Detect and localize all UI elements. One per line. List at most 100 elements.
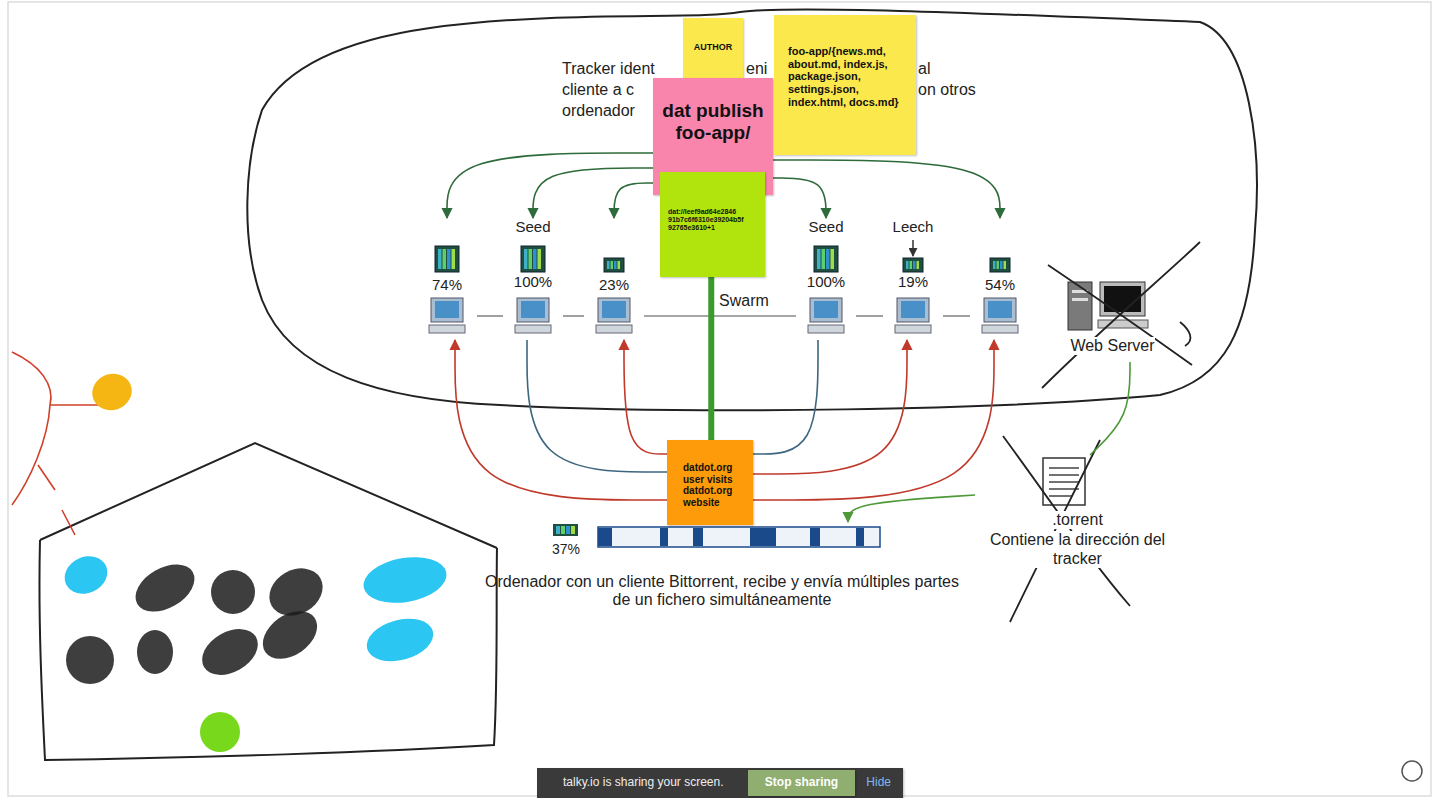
computer-icons (604, 258, 624, 272)
computer-icons (533, 249, 537, 269)
computer-icons (906, 261, 909, 269)
connector (753, 340, 818, 454)
computer-icons (897, 298, 929, 322)
cross-out-marks (1180, 322, 1190, 346)
computer-icons (596, 325, 632, 333)
tracker-text: eni (746, 60, 767, 78)
connector (773, 160, 1000, 218)
stop-button: Stop sharing (748, 770, 855, 796)
computer-icons (515, 325, 551, 333)
label-holder: cliente a c (562, 81, 634, 99)
file-progress-bar (660, 528, 668, 546)
computer-icons (602, 301, 626, 318)
color-blobs (137, 630, 173, 674)
peer-node-text: Seed (503, 218, 563, 235)
color-blobs (87, 368, 137, 416)
label-holder: on otros (918, 81, 976, 99)
computer-icons (984, 298, 1016, 322)
sticky-note: AUTHOR (683, 18, 743, 80)
screen-share-bar-text: talky.io is sharing your screen. (563, 776, 724, 790)
computer-icons (443, 249, 447, 269)
connector (753, 340, 994, 500)
computer-icons (618, 261, 621, 269)
connector (447, 153, 653, 218)
connector (848, 495, 975, 522)
peer-node: 23% (584, 218, 644, 340)
computer-icons (910, 261, 913, 269)
web-server-node-text: Web Server (1070, 337, 1154, 355)
computer-icons (435, 246, 459, 272)
hand-drawing (247, 9, 1257, 410)
computer-icons (452, 249, 456, 269)
computer-icons (553, 524, 578, 536)
screen-share-bar: talky.io is sharing your screen.HideStop… (537, 768, 903, 798)
computer-icons (614, 261, 617, 269)
color-blobs (58, 549, 113, 600)
client-node-text: 37% (552, 541, 883, 557)
peer-node-text: 19% (883, 273, 943, 290)
computer-icons (895, 325, 931, 333)
computer-icons (822, 249, 826, 269)
color-blobs (254, 601, 326, 668)
hand-drawing (39, 540, 497, 760)
computer-icons (521, 301, 545, 318)
board-frame (8, 2, 1431, 796)
connector (1090, 362, 1130, 455)
color-blobs (66, 636, 114, 684)
label-holder: ordenador (562, 102, 635, 120)
cross-out-marks (1042, 242, 1200, 388)
computer-icons (561, 526, 565, 534)
caption-text: Ordenador con un cliente Bittorrent, rec… (477, 573, 967, 608)
color-blobs (362, 612, 438, 668)
label-holder: eni (746, 60, 767, 78)
label-holder: al (918, 60, 930, 78)
edge-label-holder: Swarm (717, 292, 771, 310)
connector (533, 168, 653, 218)
file-progress-bar (810, 528, 820, 546)
computer-icons (814, 246, 838, 272)
tracker-text: cliente a c (562, 81, 634, 99)
cross-out-marks (1003, 436, 1130, 606)
computer-icons (817, 249, 821, 269)
sticky-note: datdot.org user visits datdot.org websit… (667, 440, 753, 525)
computer-icons (435, 301, 459, 318)
connector (943, 315, 970, 317)
computer-icons (517, 298, 549, 322)
tracker-text: ordenador (562, 102, 635, 120)
peer-node: 54% (970, 218, 1030, 340)
stop-button-text: Stop sharing (748, 776, 855, 790)
computer-icons (429, 325, 465, 333)
computer-icons (611, 261, 614, 269)
computer-icons (607, 261, 610, 269)
computer-icons (429, 246, 1018, 536)
computer-icons (529, 249, 533, 269)
peer-node-text: 74% (417, 276, 477, 293)
torrent-node-text: .torrent (1052, 511, 1103, 529)
hand-drawing (40, 443, 497, 548)
file-progress-bar (598, 527, 880, 547)
computer-icons (1000, 261, 1003, 269)
color-blobs (211, 570, 255, 614)
computer-icons (903, 258, 923, 272)
peer-node: Seed100% (796, 218, 856, 340)
peer-node-text: 23% (584, 276, 644, 293)
computer-icons (1004, 261, 1007, 269)
peer-node: 74% (417, 218, 477, 340)
hand-drawing (39, 9, 1256, 760)
connector (563, 315, 584, 317)
computer-icons (524, 249, 528, 269)
color-blobs (194, 620, 266, 685)
color-blobs (127, 555, 202, 622)
peer-node-text: 54% (970, 276, 1030, 293)
color-blobs (200, 712, 240, 752)
torrent-node: .torrentContiene la dirección del tracke… (975, 455, 1180, 575)
file-progress-bar (856, 528, 864, 546)
tracker-text: al (918, 60, 930, 78)
computer-icons (598, 298, 630, 322)
leech-pointer (912, 240, 914, 256)
computer-icons (438, 249, 442, 269)
computer-icons (538, 249, 542, 269)
sticky-note-text: foo-app/{news.md, about.md, index.js, pa… (788, 45, 908, 108)
peer-node: Leech19% (883, 218, 943, 340)
